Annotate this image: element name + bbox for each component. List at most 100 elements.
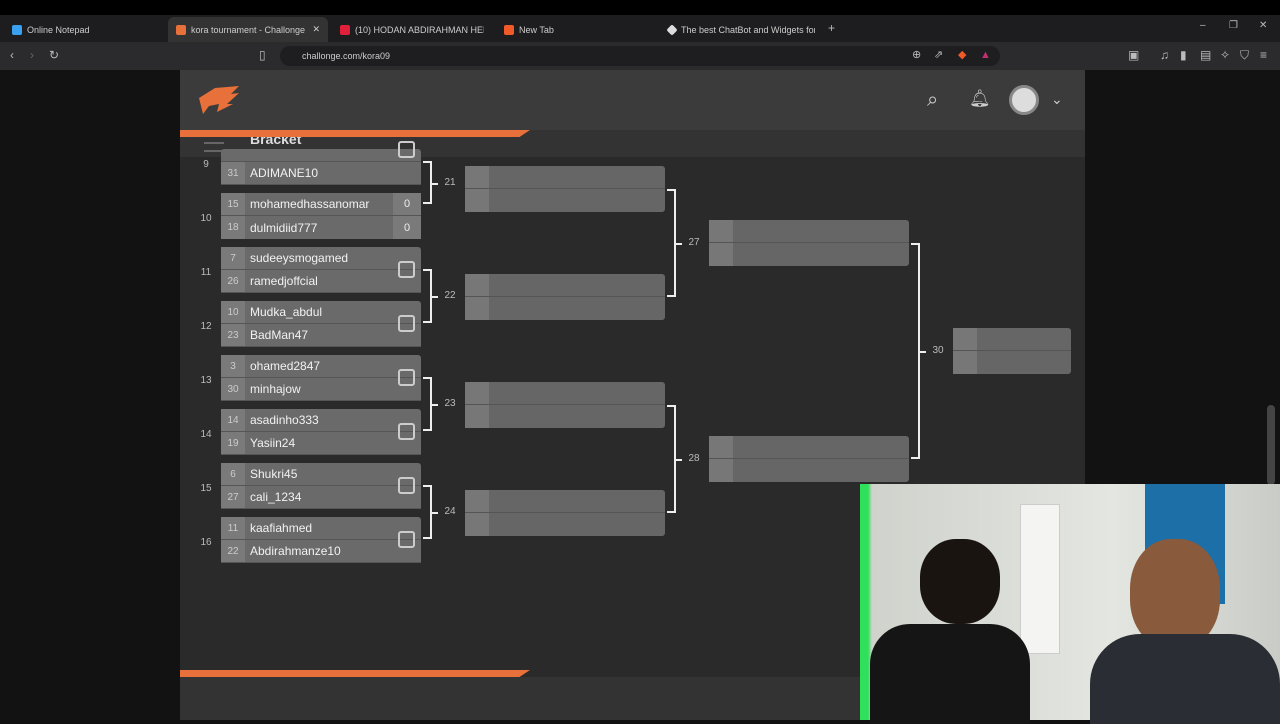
chevron-down-icon[interactable]: ⌄ (1051, 91, 1063, 107)
forward-icon[interactable]: › (30, 48, 34, 62)
music-icon[interactable]: ♫ (1160, 48, 1169, 62)
bell-icon[interactable]: 🔔︎ (969, 89, 991, 108)
rewards-icon[interactable]: ▲ (980, 49, 991, 61)
seed-number: 27 (221, 486, 245, 508)
match-number: 30 (932, 345, 944, 356)
tab-online-notepad[interactable]: Online Notepad (4, 17, 164, 42)
match-card-21[interactable] (465, 166, 665, 212)
panel-icon[interactable]: ▮ (1180, 48, 1187, 62)
edit-icon[interactable] (398, 261, 415, 278)
search-icon[interactable]: ⌕ (927, 89, 939, 111)
restore-icon[interactable]: ❐ (1229, 20, 1238, 31)
participant-name: dulmidiid777 (250, 220, 318, 235)
tab-chatbot[interactable]: The best ChatBot and Widgets for Ki (660, 17, 815, 42)
zoom-icon[interactable]: ⊕ (912, 49, 922, 61)
empty-row (465, 490, 665, 513)
bracket-connector (423, 485, 432, 539)
seed-number: 10 (221, 301, 245, 323)
shelf (1020, 504, 1060, 654)
person-left-body (870, 624, 1030, 724)
participant-row[interactable]: 10 Mudka_abdul (221, 301, 421, 324)
tab-youtube[interactable]: (10) HODAN ABDIRAHMAN HEESTII (332, 17, 484, 42)
menu-icon[interactable]: ≡ (1260, 48, 1268, 62)
webcam-overlay (860, 484, 1280, 724)
match-number: 21 (444, 176, 456, 188)
match-number: 27 (688, 237, 700, 248)
tab-challonge[interactable]: kora tournament - Challonge✕ (168, 17, 328, 42)
match-card-23[interactable] (465, 382, 665, 428)
participant-name: ohamed2847 (250, 359, 321, 373)
wallet-icon[interactable]: ▤ (1200, 48, 1212, 62)
match-card-final[interactable] (953, 328, 1071, 374)
bookmark-icon[interactable]: ▯ (259, 48, 266, 62)
match-number: 10 (200, 213, 212, 224)
edit-icon[interactable] (398, 369, 415, 386)
back-icon[interactable]: ‹ (10, 48, 14, 62)
edit-icon[interactable] (398, 141, 415, 158)
seed-number: 26 (221, 270, 245, 292)
participant-name: asadinho333 (250, 413, 319, 427)
score: 0 (393, 193, 421, 215)
participant-name: ADIMANE10 (250, 166, 319, 180)
participant-name: Mudka_abdul (250, 305, 323, 319)
match-card-27[interactable] (709, 220, 909, 266)
minimize-icon[interactable]: – (1200, 20, 1206, 31)
sidebar-icon[interactable]: ▣ (1128, 48, 1140, 62)
brave-shields-icon[interactable]: ◆ (958, 49, 967, 61)
match-card-24[interactable] (465, 490, 665, 536)
share-icon[interactable]: ⇗ (934, 49, 944, 61)
edit-icon[interactable] (398, 477, 415, 494)
challonge-logo[interactable] (195, 84, 241, 116)
match-card-22[interactable] (465, 274, 665, 320)
url-field[interactable]: challonge.com/kora09 ⊕ ⇗ ◆ ▲ (280, 46, 1000, 66)
tab-new-tab[interactable]: New Tab (496, 17, 656, 42)
person-right-head (1130, 539, 1220, 649)
edit-icon[interactable] (398, 423, 415, 440)
reload-icon[interactable]: ↻ (49, 48, 60, 62)
match-number: 16 (200, 537, 212, 548)
orange-accent-bar (180, 670, 530, 677)
edit-icon[interactable] (398, 315, 415, 332)
new-tab-icon[interactable]: + (828, 21, 836, 35)
seed-slot (465, 189, 489, 212)
edit-icon[interactable] (398, 531, 415, 548)
close-tab-icon[interactable]: ✕ (312, 24, 320, 34)
seed-number: 31 (221, 162, 245, 184)
match-number: 15 (200, 483, 212, 494)
chatbot-icon (666, 23, 678, 36)
vpn-icon[interactable]: ⛉ (1240, 48, 1250, 62)
avatar[interactable] (1009, 85, 1039, 115)
seed-slot (709, 436, 733, 458)
hamburger-icon[interactable] (204, 142, 224, 152)
match-card-28[interactable] (709, 436, 909, 482)
close-window-icon[interactable]: ✕ (1259, 20, 1268, 31)
participant-row[interactable]: 31 ADIMANE10 (221, 162, 421, 185)
connector-stub (676, 459, 682, 461)
ai-icon[interactable]: ✧ (1220, 48, 1231, 62)
connector-stub (432, 512, 438, 514)
match-card[interactable]: 31 ADIMANE10 (221, 141, 421, 185)
seed-number: 6 (221, 463, 245, 485)
empty-row (465, 297, 665, 320)
scrollbar[interactable] (1267, 405, 1275, 485)
